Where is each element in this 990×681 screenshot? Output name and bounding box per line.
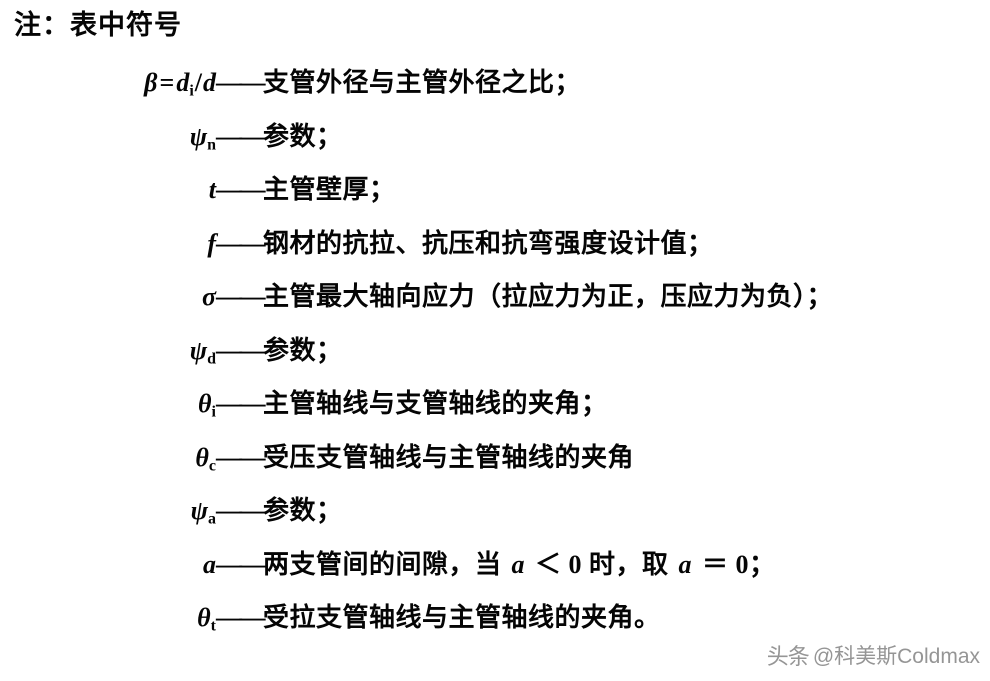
em-dash: —— — [216, 389, 266, 418]
symbol-subscript: n — [207, 135, 216, 153]
watermark: 头条 @科美斯Coldmax — [767, 639, 980, 671]
definition-text-mid: ＜ 0 时，取 — [528, 549, 676, 579]
symbol-base: a — [203, 549, 216, 579]
list-item: θc —— 受压支管轴线与主管轴线的夹角 — [0, 437, 990, 491]
symbol-subscript: i — [189, 82, 194, 100]
definition-text-post: ＝ 0； — [695, 549, 776, 579]
definition-text: 钢材的抗拉、抗压和抗弯强度设计值； — [263, 228, 714, 258]
definition-text: 参数； — [263, 335, 343, 365]
symbol-f: f — [0, 229, 216, 261]
em-dash: —— — [216, 442, 266, 472]
symbol-base: ψ — [190, 496, 208, 525]
list-item: ψa —— 参数； — [0, 490, 990, 544]
symbol-definition-list: β=di/d —— 支管外径与主管外径之比； ψn —— 参数； t —— 主管… — [0, 62, 990, 651]
symbol-base: β — [144, 68, 158, 97]
symbol-slash: / — [194, 68, 202, 97]
symbol-base: θ — [197, 603, 211, 632]
symbol-subscript: d — [207, 349, 216, 367]
em-dash: —— — [216, 121, 266, 151]
em-dash: —— — [216, 228, 266, 258]
symbol-base: θ — [198, 389, 212, 418]
definition-text: 两支管间的间隙，当 a ＜ 0 时，取 a ＝ 0； — [263, 544, 776, 581]
symbol-beta: β=di/d — [0, 68, 216, 100]
em-dash: —— — [216, 282, 266, 311]
symbol-subscript: c — [208, 456, 216, 474]
symbol-psi-n: ψn — [0, 122, 216, 154]
list-item: θt —— 受拉支管轴线与主管轴线的夹角。 — [0, 597, 990, 651]
symbol-base: ψ — [189, 335, 208, 365]
definition-text: 参数； — [263, 496, 343, 525]
list-item: ψd —— 参数； — [0, 330, 990, 384]
watermark-handle: @科美斯Coldmax — [812, 645, 980, 668]
em-dash: —— — [216, 175, 266, 204]
list-item: ψn —— 参数； — [0, 116, 990, 170]
list-item: t —— 主管壁厚； — [0, 169, 990, 223]
list-item: β=di/d —— 支管外径与主管外径之比； — [0, 62, 990, 116]
symbol-base: ψ — [189, 121, 208, 151]
symbol-theta-c: θc — [0, 443, 216, 475]
definition-text-pre: 两支管间的间隙，当 — [263, 549, 509, 579]
page-title: 注：表中符号 — [14, 10, 182, 40]
symbol-t: t — [0, 175, 216, 207]
em-dash: —— — [216, 603, 266, 632]
symbol-variable-2: d — [203, 68, 216, 97]
definition-text: 支管外径与主管外径之比； — [263, 68, 582, 97]
symbol-a: a — [0, 550, 216, 582]
toutiao-logo-icon: 头条 — [766, 644, 810, 669]
list-item: a —— 两支管间的间隙，当 a ＜ 0 时，取 a ＝ 0； — [0, 544, 990, 598]
symbol-variable: d — [176, 68, 190, 97]
em-dash: —— — [216, 549, 266, 579]
symbol-subscript: a — [208, 510, 216, 528]
inline-variable-a-1: a — [511, 549, 526, 579]
em-dash: —— — [216, 496, 266, 525]
definition-text: 主管轴线与支管轴线的夹角； — [263, 389, 608, 418]
inline-variable-a-2: a — [678, 549, 693, 579]
list-item: σ —— 主管最大轴向应力（拉应力为正，压应力为负）； — [0, 276, 990, 330]
symbol-base: σ — [201, 282, 216, 311]
list-item: f —— 钢材的抗拉、抗压和抗弯强度设计值； — [0, 223, 990, 277]
symbol-base: θ — [195, 442, 209, 472]
symbol-theta-i: θi — [0, 389, 216, 421]
symbol-psi-a: ψa — [0, 496, 216, 528]
definition-text: 主管壁厚； — [263, 175, 396, 204]
symbol-operator: = — [159, 68, 175, 97]
symbol-sigma: σ — [0, 282, 216, 314]
definition-text: 受压支管轴线与主管轴线的夹角 — [263, 442, 635, 472]
symbol-subscript: t — [210, 617, 216, 635]
symbol-base: t — [208, 175, 216, 204]
em-dash: —— — [216, 68, 266, 97]
definition-text: 受拉支管轴线与主管轴线的夹角。 — [263, 603, 661, 632]
symbol-subscript: i — [211, 403, 216, 421]
symbol-base: f — [207, 228, 216, 258]
list-item: θi —— 主管轴线与支管轴线的夹角； — [0, 383, 990, 437]
symbol-psi-d: ψd — [0, 336, 216, 368]
definition-text: 主管最大轴向应力（拉应力为正，压应力为负）； — [263, 282, 834, 311]
em-dash: —— — [216, 335, 266, 365]
symbol-theta-t: θt — [0, 603, 216, 635]
definition-text: 参数； — [263, 121, 343, 151]
